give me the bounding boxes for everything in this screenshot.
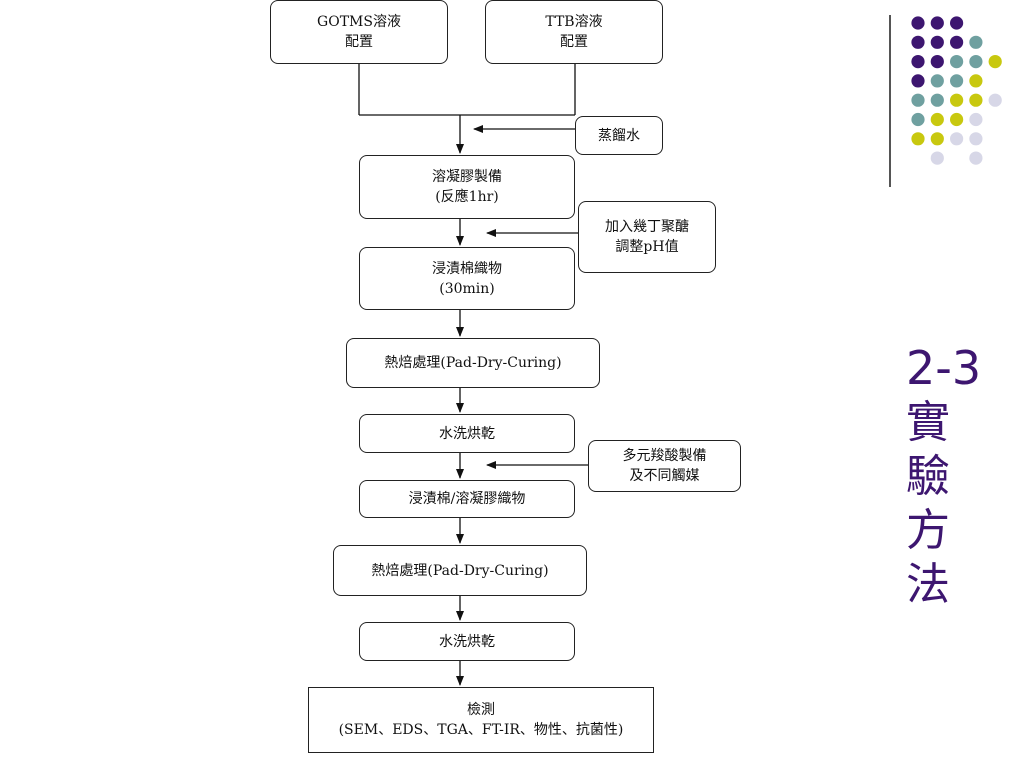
pad-dry-curing-box-2: 熱焙處理(Pad-Dry-Curing)	[333, 545, 587, 596]
box-text-line: (30min)	[439, 280, 495, 297]
box-text-line: 多元羧酸製備	[622, 448, 707, 464]
decor-dot-olive	[911, 132, 925, 146]
box-text-line: 浸漬棉織物	[432, 260, 502, 277]
decor-dot-olive	[950, 112, 964, 127]
decor-dot-purple	[950, 35, 964, 49]
decor-dot-olive	[988, 55, 1002, 69]
box-text-line: 檢測	[466, 702, 495, 718]
box-text: GOTMS溶液配置	[317, 12, 401, 52]
ttb-prep-box: TTB溶液配置	[485, 0, 663, 64]
decor-dot-teal	[911, 93, 925, 107]
box-text: 水洗烘乾	[439, 424, 495, 444]
testing-box: 檢測 (SEM、EDS、TGA、FT-IR、物性、抗菌性)	[308, 687, 654, 753]
decor-dot-teal	[911, 112, 925, 127]
gotms-prep-box: GOTMS溶液配置	[270, 0, 448, 64]
box-text-line: 配置	[559, 34, 588, 50]
slide-title: 2-3 實驗方法	[906, 340, 996, 612]
decor-dot-teal	[969, 55, 983, 69]
decor-dot-lavender	[969, 112, 983, 127]
decor-dot-purple	[930, 16, 944, 30]
decor-dot-purple	[911, 55, 925, 69]
box-text-line: GOTMS溶液	[317, 14, 401, 30]
decor-dot-olive	[930, 132, 944, 146]
box-text-line: (SEM、EDS、TGA、FT-IR、物性、抗菌性)	[338, 722, 624, 738]
pad-dry-curing-box-1: 熱焙處理(Pad-Dry-Curing)	[346, 338, 600, 388]
box-text-line: 及不同觸媒	[629, 468, 700, 484]
soak-cotton-box: 浸漬棉織物 (30min)	[359, 247, 575, 310]
soak-sol-gel-fabric-box: 浸漬棉/溶凝膠織物	[359, 480, 575, 518]
decor-dot-purple	[950, 16, 964, 30]
box-text: 加入幾丁聚醣調整pH值	[605, 217, 689, 257]
decor-dot-olive	[950, 93, 964, 107]
chitosan-ph-box: 加入幾丁聚醣調整pH值	[578, 201, 716, 273]
box-text-line: 熱焙處理(Pad-Dry-Curing)	[384, 355, 562, 371]
box-text: 溶凝膠製備 (反應1hr)	[432, 167, 502, 207]
decor-dot-purple	[911, 35, 925, 49]
box-text: TTB溶液配置	[545, 12, 602, 52]
section-title-text: 實驗方法	[906, 397, 950, 610]
decor-dot-purple	[930, 55, 944, 69]
box-text: 熱焙處理(Pad-Dry-Curing)	[371, 561, 548, 581]
decor-dot-lavender	[969, 132, 983, 146]
vertical-divider	[889, 15, 891, 187]
box-text: 水洗烘乾	[439, 632, 495, 652]
decor-dot-lavender	[969, 151, 983, 165]
box-text: 蒸餾水	[598, 126, 640, 146]
decor-dot-purple	[930, 35, 944, 49]
section-number: 2-3	[906, 341, 982, 395]
decor-dot-teal	[930, 74, 944, 88]
decorative-dot-grid	[911, 16, 1002, 165]
decor-dot-olive	[969, 74, 983, 88]
sol-gel-prep-box: 溶凝膠製備 (反應1hr)	[359, 155, 575, 219]
distilled-water-box: 蒸餾水	[575, 116, 663, 155]
box-text-line: 水洗烘乾	[439, 425, 495, 442]
box-text-line: 熱焙處理(Pad-Dry-Curing)	[371, 562, 549, 579]
box-text: 檢測 (SEM、EDS、TGA、FT-IR、物性、抗菌性)	[339, 700, 624, 740]
box-text: 浸漬棉織物 (30min)	[432, 259, 502, 299]
box-text: 熱焙處理(Pad-Dry-Curing)	[384, 353, 561, 373]
box-text-line: 溶凝膠製備	[432, 169, 502, 185]
decor-dot-teal	[950, 74, 964, 88]
decor-dot-teal	[930, 93, 944, 107]
decor-dot-olive	[930, 112, 944, 127]
decor-dot-lavender	[988, 93, 1002, 107]
box-text-line: 調整pH值	[615, 239, 679, 255]
box-text-line: 加入幾丁聚醣	[605, 219, 689, 235]
box-text-line: 水洗烘乾	[439, 633, 495, 650]
wash-dry-box-1: 水洗烘乾	[359, 414, 575, 453]
decor-dot-lavender	[930, 151, 944, 165]
decor-dot-lavender	[950, 132, 964, 146]
decor-dot-purple	[911, 16, 925, 30]
polycarboxylic-acid-box: 多元羧酸製備及不同觸媒	[588, 440, 741, 492]
decor-dot-teal	[950, 55, 964, 69]
box-text: 浸漬棉/溶凝膠織物	[409, 489, 526, 509]
box-text: 多元羧酸製備及不同觸媒	[623, 446, 707, 486]
decor-dot-olive	[969, 93, 983, 107]
box-text-line: TTB溶液	[545, 14, 603, 30]
box-text-line: 蒸餾水	[598, 127, 640, 144]
wash-dry-box-2: 水洗烘乾	[359, 622, 575, 661]
box-text-line: 浸漬棉/溶凝膠織物	[408, 491, 526, 507]
decor-dot-teal	[969, 35, 983, 49]
box-text-line: 配置	[345, 34, 373, 50]
decor-dot-purple	[911, 74, 925, 88]
box-text-line: (反應1hr)	[435, 189, 499, 205]
